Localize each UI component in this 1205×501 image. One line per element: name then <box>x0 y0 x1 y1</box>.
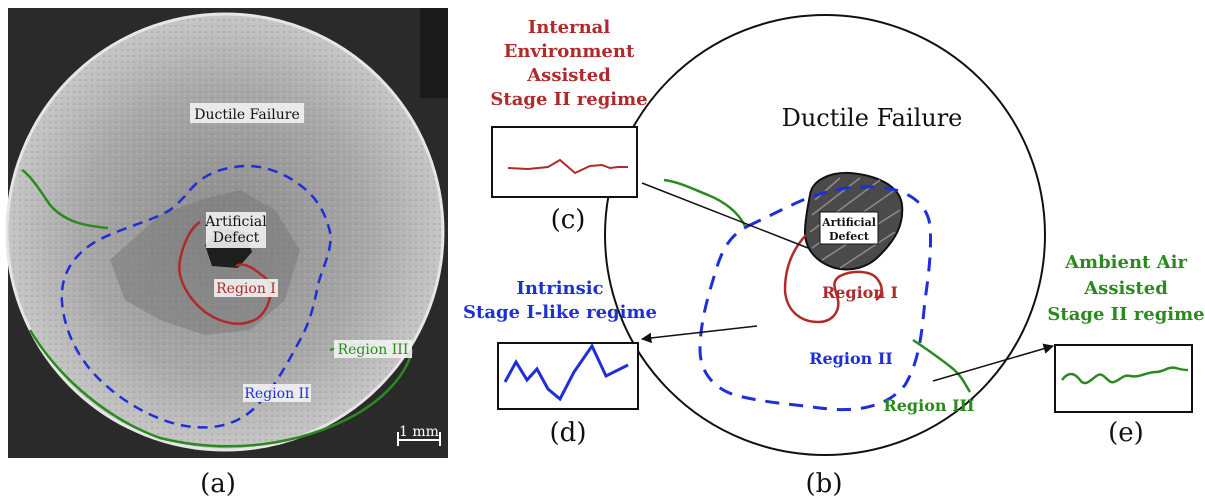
region3-boundary-a-bottom <box>28 329 414 448</box>
inset-c-title-2: Environment <box>504 41 635 62</box>
specimen-outline <box>604 14 1046 456</box>
inset-c: Internal Environment Assisted Stage II r… <box>490 17 647 235</box>
ductile-label-a: Ductile Failure <box>194 107 299 123</box>
inset-c-title-3: Assisted <box>526 65 611 86</box>
inset-d-title-1: Intrinsic <box>516 278 603 299</box>
defect-label-b-1: Artificial <box>821 216 876 229</box>
ductile-label-bg-a <box>190 103 304 123</box>
inset-e-title-3: Stage II regime <box>1047 304 1204 325</box>
region2-label-b: Region II <box>809 349 893 368</box>
inset-e-title-2: Assisted <box>1083 278 1168 299</box>
defect-label-a-1: Artificial <box>204 214 267 230</box>
defect-label-bg-a <box>206 212 266 248</box>
region3-boundary-b-right <box>912 338 972 393</box>
scale-bar: 1 mm <box>397 424 441 446</box>
region3-boundary-a <box>21 168 109 230</box>
region1-label-bg-a <box>214 279 278 297</box>
region1-label-b: Region I <box>822 283 898 302</box>
region3-label-a: Region III <box>338 342 409 358</box>
ductile-label-b: Ductile Failure <box>782 104 963 132</box>
scale-bar-label: 1 mm <box>399 424 439 440</box>
inset-e-signal <box>1061 366 1189 385</box>
inset-d-signal <box>503 342 629 402</box>
photo-corner-patch <box>420 8 448 98</box>
region2-label-a: Region II <box>244 386 309 402</box>
region3-boundary-b-top <box>663 178 747 227</box>
inset-c-box <box>491 126 638 198</box>
region3-label-b: Region III <box>883 396 974 415</box>
region2-boundary-b <box>698 185 933 412</box>
panel-a: Ductile Failure Artificial Defect Region… <box>5 8 448 499</box>
inset-d-box <box>497 342 639 410</box>
region2-label-bg-a <box>243 384 311 402</box>
region1-label-a: Region I <box>216 281 276 297</box>
arrow-to-inset-e <box>932 343 1055 382</box>
defect-label-bg-b <box>819 211 879 245</box>
region1-boundary-a <box>178 220 272 325</box>
arrow-to-inset-d <box>640 325 758 344</box>
inset-e: Ambient Air Assisted Stage II regime (e) <box>1047 252 1204 448</box>
arrow-to-inset-c <box>641 182 809 249</box>
inset-d-caption: (d) <box>550 418 587 448</box>
region1-boundary-b <box>783 234 883 324</box>
inset-c-signal <box>507 158 628 175</box>
region2-boundary-a <box>60 164 332 429</box>
region3-label-bg-a <box>334 340 412 358</box>
inset-d: Intrinsic Stage I-like regime (d) <box>463 278 657 448</box>
inset-e-title-1: Ambient Air <box>1064 252 1187 273</box>
defect-label-a-2: Defect <box>213 230 260 246</box>
panel-b: Ductile Failure Artificial Defect Region… <box>604 14 1046 499</box>
inset-d-title-2: Stage I-like regime <box>463 302 657 323</box>
inset-e-box <box>1054 344 1193 413</box>
fracture-rim <box>5 12 445 452</box>
inset-c-title-4: Stage II regime <box>490 89 647 110</box>
inset-c-caption: (c) <box>551 205 586 235</box>
inset-e-caption: (e) <box>1108 418 1144 448</box>
caption-a: (a) <box>200 469 236 499</box>
caption-b: (b) <box>806 469 843 499</box>
defect-label-b-2: Defect <box>829 230 870 243</box>
inset-c-title-1: Internal <box>528 17 611 38</box>
